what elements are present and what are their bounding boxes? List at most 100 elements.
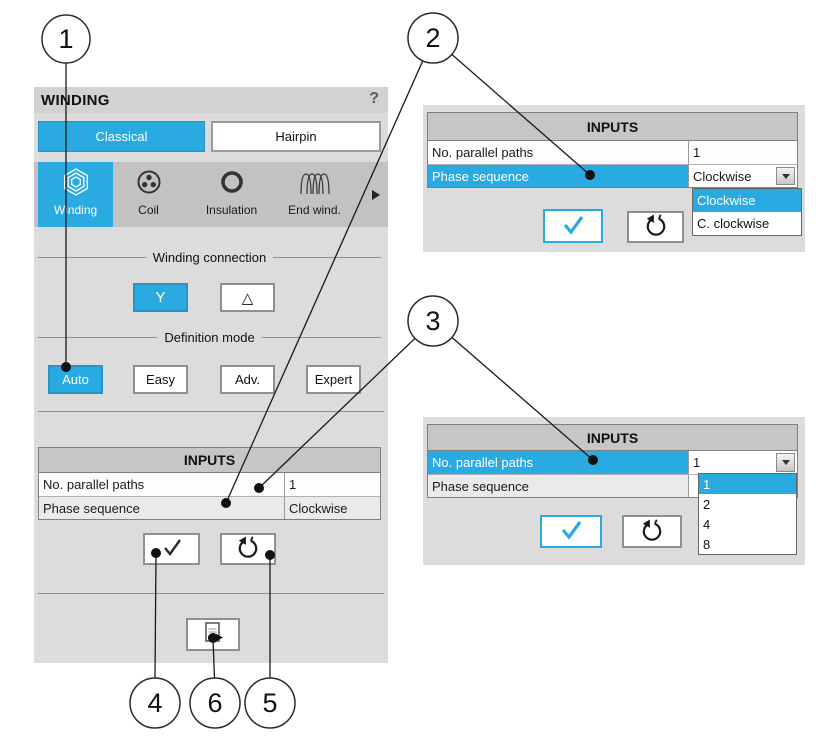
callout-2: 2 — [407, 12, 459, 64]
parallel-paths-dropdown-list: 1 2 4 8 — [698, 473, 797, 555]
reset-button[interactable] — [220, 533, 276, 565]
svg-text:4: 4 — [147, 688, 162, 718]
apply-button[interactable] — [540, 515, 602, 548]
row-label: Phase sequence — [432, 478, 529, 494]
star-connection-button[interactable]: Y — [133, 283, 188, 312]
mode-adv-button[interactable]: Adv. — [220, 365, 275, 394]
export-icon — [200, 620, 226, 649]
dropdown-option[interactable]: C. clockwise — [693, 212, 801, 235]
table-row[interactable]: No. parallel paths 1 — [428, 141, 797, 164]
nav-item-coil[interactable]: Coil — [111, 162, 186, 227]
nav-item-insulation-label: Insulation — [205, 203, 258, 217]
combobox-value: Clockwise — [693, 168, 752, 184]
row-label: Phase sequence — [43, 500, 140, 516]
nav-item-end-winding-label: End wind. — [288, 203, 341, 217]
svg-text:5: 5 — [262, 688, 277, 718]
svg-text:1: 1 — [58, 24, 73, 54]
dropdown-arrow-icon[interactable] — [776, 167, 795, 185]
row-value[interactable]: Clockwise — [284, 497, 380, 519]
mode-adv-label: Adv. — [234, 372, 261, 387]
star-connection-label: Y — [155, 289, 166, 306]
callout-3: 3 — [407, 295, 459, 347]
inputs-table-header: INPUTS — [39, 448, 380, 473]
divider — [38, 411, 384, 412]
row-value[interactable]: 1 — [284, 473, 380, 496]
help-icon[interactable]: ? — [369, 90, 379, 107]
reset-icon — [235, 534, 261, 564]
nav-item-coil-label: Coil — [138, 203, 159, 217]
check-icon — [556, 517, 586, 546]
svg-text:3: 3 — [425, 306, 440, 336]
mode-auto-label: Auto — [62, 372, 89, 387]
reset-button[interactable] — [627, 211, 684, 243]
tab-hairpin-label: Hairpin — [275, 129, 317, 144]
nav-item-winding-label: Winding — [53, 203, 98, 217]
winding-connection-legend-label: Winding connection — [152, 250, 267, 265]
table-row[interactable]: No. parallel paths 1 — [428, 451, 797, 474]
winding-icon — [61, 167, 91, 200]
inputs-table-header: INPUTS — [428, 425, 797, 451]
svg-text:6: 6 — [207, 688, 222, 718]
dropdown-option[interactable]: Clockwise — [693, 189, 801, 212]
callout-1: 1 — [41, 14, 91, 64]
divider — [38, 593, 384, 594]
inputs-table: INPUTS No. parallel paths 1 Phase sequen… — [427, 112, 798, 188]
delta-connection-label: △ — [241, 289, 254, 307]
row-label: No. parallel paths — [428, 451, 688, 474]
insulation-icon — [217, 167, 247, 200]
dropdown-option[interactable]: 1 — [699, 474, 796, 494]
nav-scroll-right-icon[interactable] — [372, 190, 380, 200]
row-label: No. parallel paths — [432, 145, 534, 160]
apply-button[interactable] — [543, 209, 603, 243]
combobox-value: 1 — [693, 455, 701, 470]
row-label: No. parallel paths — [43, 477, 145, 492]
nav-item-winding[interactable]: Winding — [38, 162, 113, 227]
mode-easy-button[interactable]: Easy — [133, 365, 188, 394]
row-value[interactable]: 1 — [688, 141, 797, 164]
callout-6: 6 — [189, 677, 241, 729]
winding-panel: WINDING ? Classical Hairpin Winding — [34, 87, 388, 663]
winding-connection-legend: Winding connection — [38, 250, 381, 265]
tab-classical-label: Classical — [95, 129, 148, 144]
nav-item-insulation[interactable]: Insulation — [194, 162, 269, 227]
panel-title-bar: WINDING — [34, 87, 388, 113]
tab-classical[interactable]: Classical — [38, 121, 205, 152]
callout-4: 4 — [129, 677, 181, 729]
reset-icon — [643, 212, 669, 242]
mode-expert-label: Expert — [314, 372, 353, 387]
definition-mode-legend-label: Definition mode — [164, 330, 255, 345]
mode-auto-button[interactable]: Auto — [48, 365, 103, 394]
dropdown-option[interactable]: 2 — [699, 494, 796, 514]
dropdown-arrow-icon[interactable] — [776, 453, 795, 472]
phase-sequence-panel: INPUTS No. parallel paths 1 Phase sequen… — [423, 105, 805, 252]
coil-icon — [134, 167, 164, 200]
dropdown-option[interactable]: 8 — [699, 534, 796, 554]
dropdown-option[interactable]: 4 — [699, 514, 796, 534]
mode-expert-button[interactable]: Expert — [306, 365, 361, 394]
table-row[interactable]: No. parallel paths 1 — [39, 473, 380, 496]
end-winding-icon — [298, 167, 332, 200]
parallel-paths-combobox[interactable]: 1 — [688, 451, 797, 474]
panel-title: WINDING — [41, 91, 110, 109]
inputs-table-header: INPUTS — [428, 113, 797, 141]
phase-sequence-combobox[interactable]: Clockwise — [688, 165, 797, 187]
definition-mode-legend: Definition mode — [38, 330, 382, 345]
check-icon — [558, 212, 588, 241]
table-row[interactable]: Phase sequence Clockwise — [428, 164, 797, 187]
reset-icon — [639, 517, 665, 547]
row-label: Phase sequence — [428, 165, 688, 187]
delta-connection-button[interactable]: △ — [220, 283, 275, 312]
export-button[interactable] — [186, 618, 240, 651]
phase-sequence-dropdown-list: Clockwise C. clockwise — [692, 188, 802, 236]
table-row[interactable]: Phase sequence Clockwise — [39, 496, 380, 519]
callout-5: 5 — [244, 677, 296, 729]
nav-item-end-winding[interactable]: End wind. — [277, 162, 352, 227]
reset-button[interactable] — [622, 515, 682, 548]
mode-easy-label: Easy — [146, 372, 175, 387]
tab-hairpin[interactable]: Hairpin — [211, 121, 381, 152]
apply-button[interactable] — [143, 533, 200, 565]
nav-icon-strip: Winding Coil — [34, 162, 388, 227]
parallel-paths-panel: INPUTS No. parallel paths 1 Phase sequen… — [423, 417, 805, 565]
check-icon — [159, 536, 185, 563]
